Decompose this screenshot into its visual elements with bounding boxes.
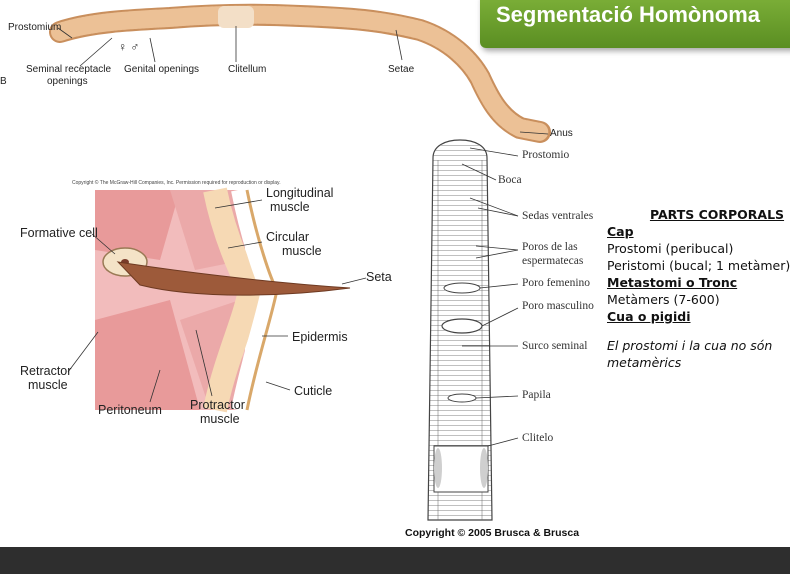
- parts-peristomi: Peristomi (bucal; 1 metàmer): [607, 258, 790, 273]
- label-prostomio: Prostomio: [522, 149, 570, 161]
- mcgraw-copyright: Copyright © The McGraw-Hill Companies, I…: [72, 180, 281, 186]
- label-protractor: Protractor: [190, 398, 245, 412]
- label-openings: openings: [47, 76, 88, 87]
- label-longitudinal-muscle: muscle: [270, 200, 310, 214]
- label-protractor-muscle: muscle: [200, 412, 240, 426]
- parts-corporals-panel: PARTS CORPORALS Cap Prostomi (peribucal)…: [607, 206, 790, 371]
- brusca-copyright: Copyright © 2005 Brusca & Brusca: [405, 527, 580, 539]
- label-poro-femenino: Poro femenino: [522, 277, 591, 289]
- label-poros-de-las: Poros de las: [522, 241, 578, 253]
- parts-cap: Cap: [607, 224, 634, 239]
- label-seta: Seta: [366, 270, 392, 284]
- label-espermatecas: espermatecas: [522, 255, 584, 267]
- label-circular: Circular: [266, 230, 310, 244]
- label-genital-openings: Genital openings: [124, 64, 200, 75]
- label-cuticle: Cuticle: [294, 384, 333, 398]
- figure-letter: B: [0, 76, 7, 87]
- label-seminal-receptacle: Seminal receptacle: [26, 64, 112, 75]
- label-peritoneum: Peritoneum: [98, 403, 162, 417]
- parts-metastomi: Metastomi o Tronc: [607, 275, 738, 290]
- parts-metamers: Metàmers (7-600): [607, 292, 720, 307]
- seta-diagram: [67, 187, 367, 413]
- parts-title: PARTS CORPORALS: [649, 207, 785, 222]
- footer-bar: [0, 547, 790, 574]
- label-retractor-muscle: muscle: [28, 378, 68, 392]
- label-papila: Papila: [522, 389, 551, 401]
- label-boca: Boca: [498, 174, 522, 186]
- label-poro-masculino: Poro masculino: [522, 300, 594, 312]
- parts-note-line1: El prostomi i la cua no són: [607, 338, 773, 353]
- label-clitelo: Clitelo: [522, 432, 554, 444]
- parts-prostomi: Prostomi (peribucal): [607, 241, 734, 256]
- clitellum-band: [218, 6, 254, 28]
- banner-title: Segmentació Homònoma: [496, 2, 761, 27]
- label-epidermis: Epidermis: [292, 330, 348, 344]
- label-prostomium: Prostomium: [8, 22, 62, 33]
- label-sedas-ventrales: Sedas ventrales: [522, 210, 594, 222]
- parts-note-line2: metamèrics: [607, 355, 682, 370]
- sex-symbols: ♀ ♂: [118, 40, 140, 54]
- ventral-worm: [427, 139, 519, 521]
- parts-cua: Cua o pigidi: [607, 309, 691, 324]
- label-setae: Setae: [388, 64, 415, 75]
- label-clitellum: Clitellum: [228, 64, 267, 75]
- label-circular-muscle: muscle: [282, 244, 322, 258]
- label-longitudinal: Longitudinal: [266, 186, 334, 200]
- label-formative-cell: Formative cell: [20, 226, 98, 240]
- title-banner: Segmentació Homònoma: [480, 0, 790, 48]
- label-retractor: Retractor: [20, 364, 72, 378]
- label-anus: Anus: [550, 128, 573, 139]
- label-surco-seminal: Surco seminal: [522, 340, 588, 352]
